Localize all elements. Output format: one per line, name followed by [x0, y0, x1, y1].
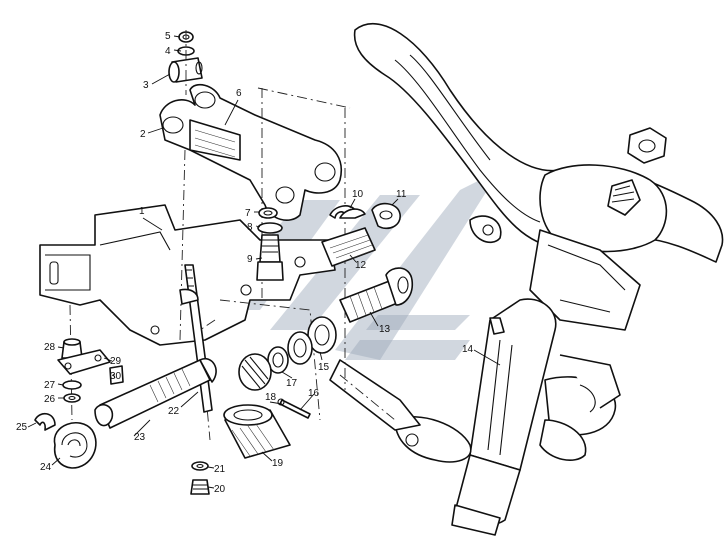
steering-column — [329, 229, 641, 536]
spring-clips — [329, 202, 401, 230]
label-23: 23 — [134, 432, 146, 443]
label-9: 9 — [247, 254, 253, 265]
label-11: 11 — [396, 189, 407, 200]
cylindrical-bushing — [223, 404, 291, 459]
steering-wheel — [353, 23, 724, 263]
label-14: 14 — [462, 344, 474, 355]
bolt-assembly — [256, 207, 284, 281]
leader-lines — [27, 35, 501, 489]
small-stack — [57, 338, 124, 403]
label-19: 19 — [272, 458, 284, 469]
rubber-block — [321, 227, 376, 267]
link-plate — [159, 83, 342, 221]
bottom-fasteners — [190, 461, 210, 495]
label-2: 2 — [140, 129, 146, 140]
label-3: 3 — [143, 80, 149, 91]
label-22: 22 — [168, 406, 180, 417]
label-21: 21 — [214, 464, 226, 475]
top-bushing — [168, 31, 203, 83]
gear-pinion — [238, 353, 272, 391]
pivot-bolt — [339, 267, 414, 323]
cotter-pin — [277, 398, 311, 419]
label-17: 17 — [286, 378, 298, 389]
label-24: 24 — [40, 462, 52, 473]
label-8: 8 — [247, 222, 253, 233]
label-27: 27 — [44, 380, 56, 391]
label-20: 20 — [214, 484, 226, 495]
label-26: 26 — [44, 394, 56, 405]
label-18: 18 — [265, 392, 277, 403]
label-28: 28 — [44, 342, 56, 353]
label-4: 4 — [165, 46, 171, 57]
label-25: 25 — [16, 422, 28, 433]
label-13: 13 — [379, 324, 391, 335]
part-number-labels: 1 2 3 4 5 6 7 8 9 10 11 12 13 14 15 16 1… — [16, 31, 474, 495]
label-30: 30 — [110, 371, 122, 382]
spring-shaft — [94, 357, 217, 429]
label-6: 6 — [236, 88, 242, 99]
label-7: 7 — [245, 208, 251, 219]
coil-spring — [34, 412, 97, 469]
label-12: 12 — [355, 260, 367, 271]
label-10: 10 — [352, 189, 364, 200]
label-1: 1 — [139, 206, 145, 217]
label-5: 5 — [165, 31, 171, 42]
label-16: 16 — [308, 388, 320, 399]
hex-nut — [627, 127, 667, 164]
label-15: 15 — [318, 362, 330, 373]
label-29: 29 — [110, 356, 122, 367]
